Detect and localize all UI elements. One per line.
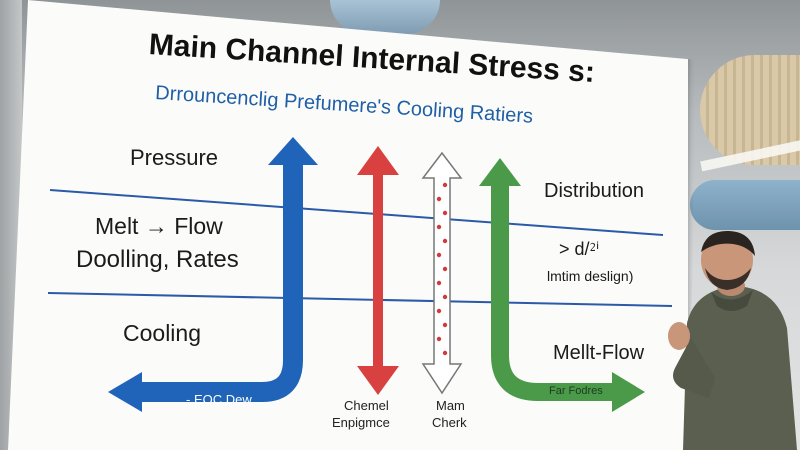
red-dot	[442, 182, 448, 188]
label-design: lmtim deslign)	[547, 268, 634, 284]
person-figure	[668, 230, 797, 450]
blue-duct	[690, 180, 800, 230]
blue-arrowhead-left	[108, 372, 142, 412]
red-dot	[436, 336, 442, 342]
red-dot	[442, 266, 448, 272]
green-arrow-label: Far Fodres	[549, 385, 603, 397]
person-collar	[711, 290, 753, 311]
blue-arrow-label: - EOC Dew	[186, 392, 252, 407]
red-dot	[436, 196, 442, 202]
dotted-arrow	[421, 151, 463, 395]
label-melt-flow: Melt → Flow	[95, 213, 223, 239]
label-formula: > d/⁲ⁱ	[559, 239, 600, 259]
blue-arrow	[140, 160, 303, 402]
green-arrowhead-up	[479, 158, 521, 186]
red-arrowhead-up	[357, 146, 399, 175]
label-pressure: Pressure	[130, 145, 219, 170]
label-mellt-flow: Mellt-Flow	[553, 342, 645, 364]
red-dot	[436, 308, 442, 314]
person-hand	[668, 322, 690, 350]
label-cooling: Cooling	[123, 320, 201, 346]
red-dot	[442, 294, 448, 300]
green-arrowhead-right	[612, 372, 645, 412]
person-torso	[683, 286, 797, 450]
blue-arrowhead-up	[268, 137, 318, 165]
red-arrow-label-1: Chemel	[344, 398, 389, 413]
label-distribution: Distribution	[544, 180, 645, 202]
person-beard	[705, 268, 751, 290]
red-dot	[436, 252, 442, 258]
red-dot	[442, 350, 448, 356]
dotted-arrow-dots	[436, 182, 448, 356]
red-dot	[442, 322, 448, 328]
label-doolling-rates: Doolling, Rates	[76, 246, 239, 273]
red-arrow-label-2: Enpigmce	[332, 415, 390, 430]
red-dot	[436, 280, 442, 286]
person-hair	[701, 230, 755, 256]
dotted-arrow-label-1: Mam	[436, 398, 465, 413]
divider-line-bottom	[47, 292, 673, 307]
red-dot	[442, 238, 448, 244]
whiteboard	[8, 0, 688, 450]
red-dot	[436, 224, 442, 230]
dotted-arrow-label-2: Cherk	[432, 415, 467, 430]
red-dot	[442, 210, 448, 216]
ceiling-duct	[330, 0, 440, 34]
red-arrowhead-down	[357, 366, 399, 395]
person-arm	[673, 338, 715, 398]
divider-line-top	[49, 189, 664, 236]
green-arrow	[491, 180, 615, 401]
